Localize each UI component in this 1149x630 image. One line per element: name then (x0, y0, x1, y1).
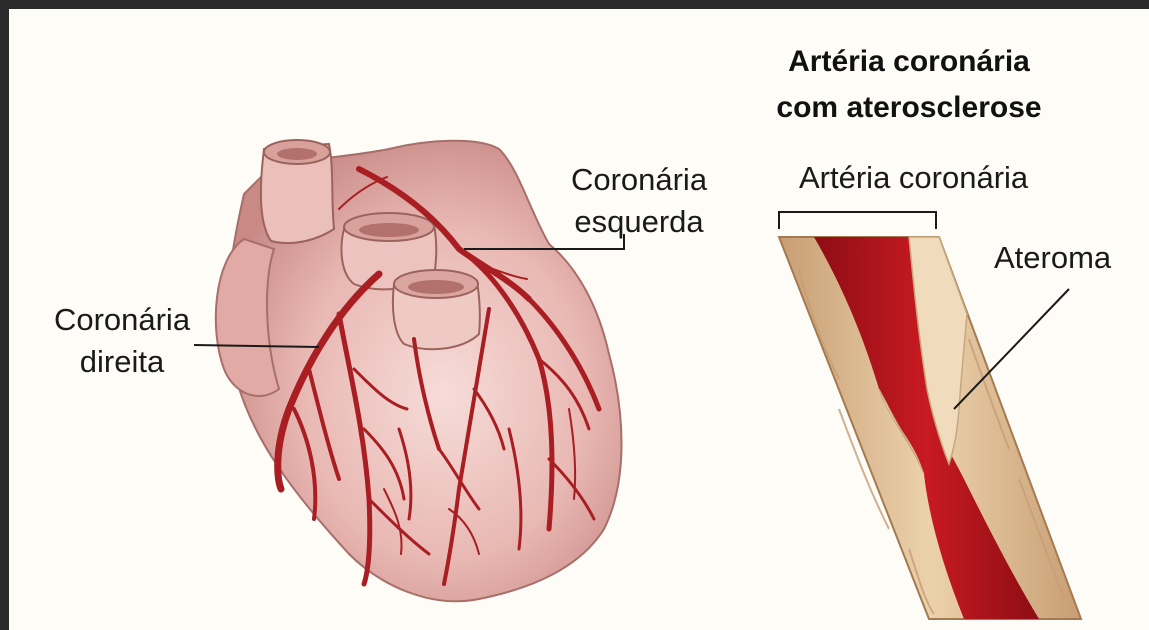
label-arteria-coronaria: Artéria coronária (799, 157, 1028, 199)
arteria-coronaria-bracket (779, 212, 936, 229)
label-ateroma: Ateroma (994, 237, 1111, 279)
label-coronaria-esquerda-line1: Coronária (554, 159, 724, 201)
figure-title-line1: Artéria coronária (709, 39, 1109, 85)
label-coronaria-direita: Coronária direita (37, 299, 207, 383)
label-coronaria-direita-line1: Coronária (37, 299, 207, 341)
label-coronaria-esquerda-line2: esquerda (554, 201, 724, 243)
figure-title-line2: com aterosclerose (709, 85, 1109, 131)
label-coronaria-esquerda: Coronária esquerda (554, 159, 724, 243)
figure-title: Artéria coronária com aterosclerose (709, 39, 1109, 131)
label-coronaria-direita-line2: direita (37, 341, 207, 383)
